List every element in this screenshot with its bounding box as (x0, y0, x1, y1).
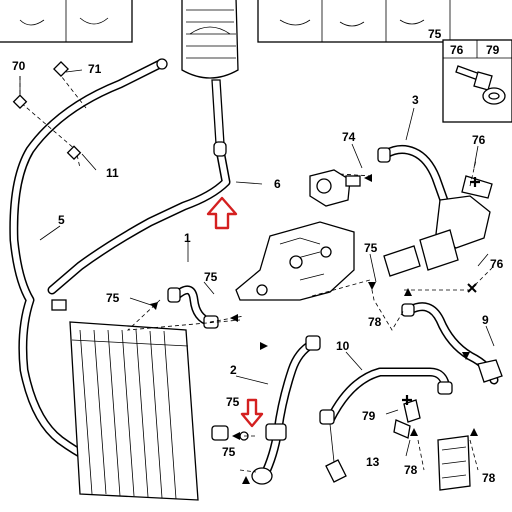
triangle-marker (404, 288, 412, 296)
callout-1: 1 (184, 231, 191, 245)
square-marker (66, 145, 82, 160)
radiator (69, 321, 199, 501)
callout-75-d: 75 (226, 395, 240, 409)
callout-78-a: 78 (368, 315, 382, 329)
hose-5 (9, 58, 168, 477)
callout-70: 70 (12, 59, 26, 73)
callout-76-mid: 76 (490, 257, 504, 271)
hose-1 (167, 285, 219, 329)
square-marker (53, 61, 69, 77)
marker-glyphs (12, 61, 480, 484)
clips-and-heater (211, 399, 471, 491)
triangle-marker (232, 432, 240, 440)
callout-2: 2 (230, 363, 237, 377)
triangle-marker (150, 302, 158, 310)
callout-76-inset: 76 (450, 43, 464, 57)
hose-9 (401, 302, 503, 385)
callout-78-b: 78 (404, 463, 418, 477)
cross-marker (467, 283, 477, 293)
up-arrow-indicator (206, 196, 238, 230)
callout-13: 13 (366, 455, 380, 469)
callout-9: 9 (482, 313, 489, 327)
callout-labels: 70 71 11 5 6 3 74 76 79 76 76 75 1 75 75… (12, 27, 504, 485)
callout-10: 10 (336, 339, 350, 353)
callout-6: 6 (274, 177, 281, 191)
plus-marker (402, 395, 412, 405)
triangle-marker (470, 428, 478, 436)
callout-75-top: 75 (428, 27, 442, 41)
callout-75-a: 75 (204, 270, 218, 284)
callout-5: 5 (58, 213, 65, 227)
hose-2 (251, 335, 321, 485)
engine-housing (235, 169, 361, 301)
assembly-guide-lines (19, 71, 493, 473)
callout-74: 74 (342, 130, 356, 144)
hose-3 (377, 144, 493, 277)
callout-71: 71 (88, 62, 102, 76)
callout-11: 11 (106, 166, 119, 180)
triangle-marker (462, 352, 470, 360)
top-cropped-frames (0, 0, 512, 43)
callout-79-inset: 79 (486, 43, 500, 57)
callout-75-b: 75 (106, 291, 120, 305)
callout-78-c: 78 (482, 471, 496, 485)
triangle-marker (410, 428, 418, 436)
triangle-marker (242, 476, 250, 484)
callout-79-b: 79 (362, 409, 376, 423)
red-indicator-arrows (206, 196, 264, 428)
triangle-marker (230, 314, 238, 322)
triangle-marker (368, 282, 376, 290)
callout-3: 3 (412, 93, 419, 107)
hose-6 (47, 141, 231, 295)
fastener-inset (442, 39, 512, 123)
hose-10 (319, 367, 453, 483)
plus-marker (470, 177, 480, 187)
square-marker (12, 94, 28, 109)
callout-75-e: 75 (222, 445, 236, 459)
down-arrow-indicator (240, 398, 264, 428)
callout-75-c: 75 (364, 241, 378, 255)
triangle-marker (260, 342, 268, 350)
callout-76-right: 76 (472, 133, 486, 147)
callout-leaders (19, 69, 495, 457)
expansion-tank (181, 0, 239, 145)
triangle-marker (364, 174, 372, 182)
